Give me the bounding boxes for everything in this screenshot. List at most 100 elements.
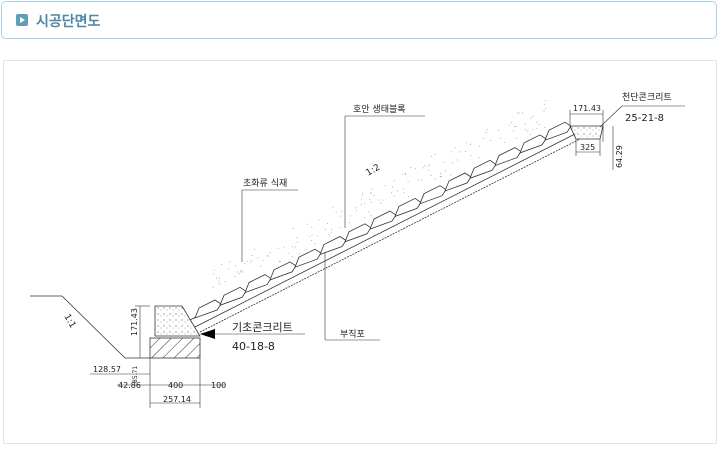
vegetation-dot [242,271,243,272]
vegetation-dot [483,138,484,139]
vegetation-dot [370,193,371,194]
vegetation-dot [394,180,395,181]
vegetation-dot [450,175,451,176]
vegetation-dot [312,234,313,235]
vegetation-dot [402,174,403,175]
vegetation-dot [509,124,510,125]
vegetation-dot [470,155,471,156]
vegetation-dot [237,271,238,272]
vegetation-dot [250,262,251,263]
vegetation-dot [221,264,222,265]
vegetation-dot [479,146,480,147]
vegetation-dot [295,247,296,248]
vegetation-dot [418,179,419,180]
vegetation-dot [219,281,220,282]
vegetation-dot [225,281,226,282]
eco-block [445,173,471,191]
label-block: 호안 생태블록 [353,104,406,115]
vegetation-dot [288,253,289,254]
dimension-texts: 171.43 325 64.29 171.43 128.57 85.71 42.… [93,104,624,404]
vegetation-dot [517,113,518,114]
vegetation-dot [423,167,424,168]
label-slope-main: 1:2 [365,163,383,179]
vegetation-dot [362,195,363,196]
vegetation-dot [459,151,460,152]
eco-block [370,211,396,229]
vegetation-dot [329,234,330,235]
vegetation-dot [371,189,372,190]
vegetation-dot [457,160,458,161]
vegetation-dot [279,261,280,262]
dim-base-ext: 100 [211,381,226,390]
vegetation-dot [435,154,436,155]
eco-block [295,249,321,267]
base-gravel [150,338,200,358]
vegetation-dot [214,270,215,271]
label-fabric: 부직포 [340,329,365,340]
dim-base-height: 171.43 [130,308,139,336]
eco-blocks [195,122,571,318]
vegetation-dot [283,247,284,248]
vegetation-dot [216,277,217,278]
vegetation-dot [440,173,441,174]
vegetation-dot [213,273,214,274]
vegetation-dot [527,130,528,131]
vegetation-dot [361,204,362,205]
vegetation-dot [403,188,404,189]
dim-crown-top: 171.43 [573,104,601,113]
vegetation-dot [268,256,269,257]
vegetation-dot [525,129,526,130]
vegetation-dot [431,156,432,157]
vegetation-dot [369,199,370,200]
vegetation-dot [371,202,372,203]
vegetation-dot [235,265,236,266]
vegetation-dot [260,265,261,266]
eco-block [495,148,521,166]
vegetation-dot [336,212,337,213]
vegetation-dot [415,168,416,169]
crown-concrete [570,126,603,139]
vegetation-dot [452,163,453,164]
dimension-lines [90,106,685,408]
eco-block [520,135,546,153]
vegetation-dot [356,210,357,211]
dim-toe-left: 128.57 [93,365,121,374]
vegetation-dot [362,193,363,194]
vegetation-dot [498,130,499,131]
vegetation-dot [434,178,435,179]
vegetation-dot [280,261,281,262]
vegetation-dot [486,132,487,133]
vegetation-dot [408,196,409,197]
vegetation-dot [349,222,350,223]
dim-crown-height: 64.29 [615,145,624,168]
vegetation-dot [267,255,268,256]
vegetation-dot [430,175,431,176]
vegetation-dot [331,229,332,230]
vegetation-dot [530,118,531,119]
vegetation-dot [228,268,229,269]
vegetation-dot [251,255,252,256]
vegetation-dot [403,192,404,193]
vegetation-dot [544,104,545,105]
eco-block [545,122,571,140]
vegetation-dot [515,126,516,127]
label-slope-toe: 1:1 [61,313,77,331]
vegetation-dot [440,176,441,177]
vegetation-dot [251,260,252,261]
vegetation-dot [451,151,452,152]
vegetation-dot [309,236,310,237]
vegetation-dot [371,215,372,216]
vegetation-dot [428,166,429,167]
vegetation-dot [307,224,308,225]
label-base-concrete: 기초콘크리트 [232,321,293,334]
vegetation-dot [378,200,379,201]
vegetation-dot [332,207,333,208]
vegetation-dot [331,232,332,233]
label-crown-concrete: 천단콘크리트 [622,92,672,103]
eco-block [270,262,296,280]
vegetation-dot [545,100,546,101]
vegetation-dot [258,258,259,259]
vegetation-dot [341,211,342,212]
vegetation-dot [525,124,526,125]
